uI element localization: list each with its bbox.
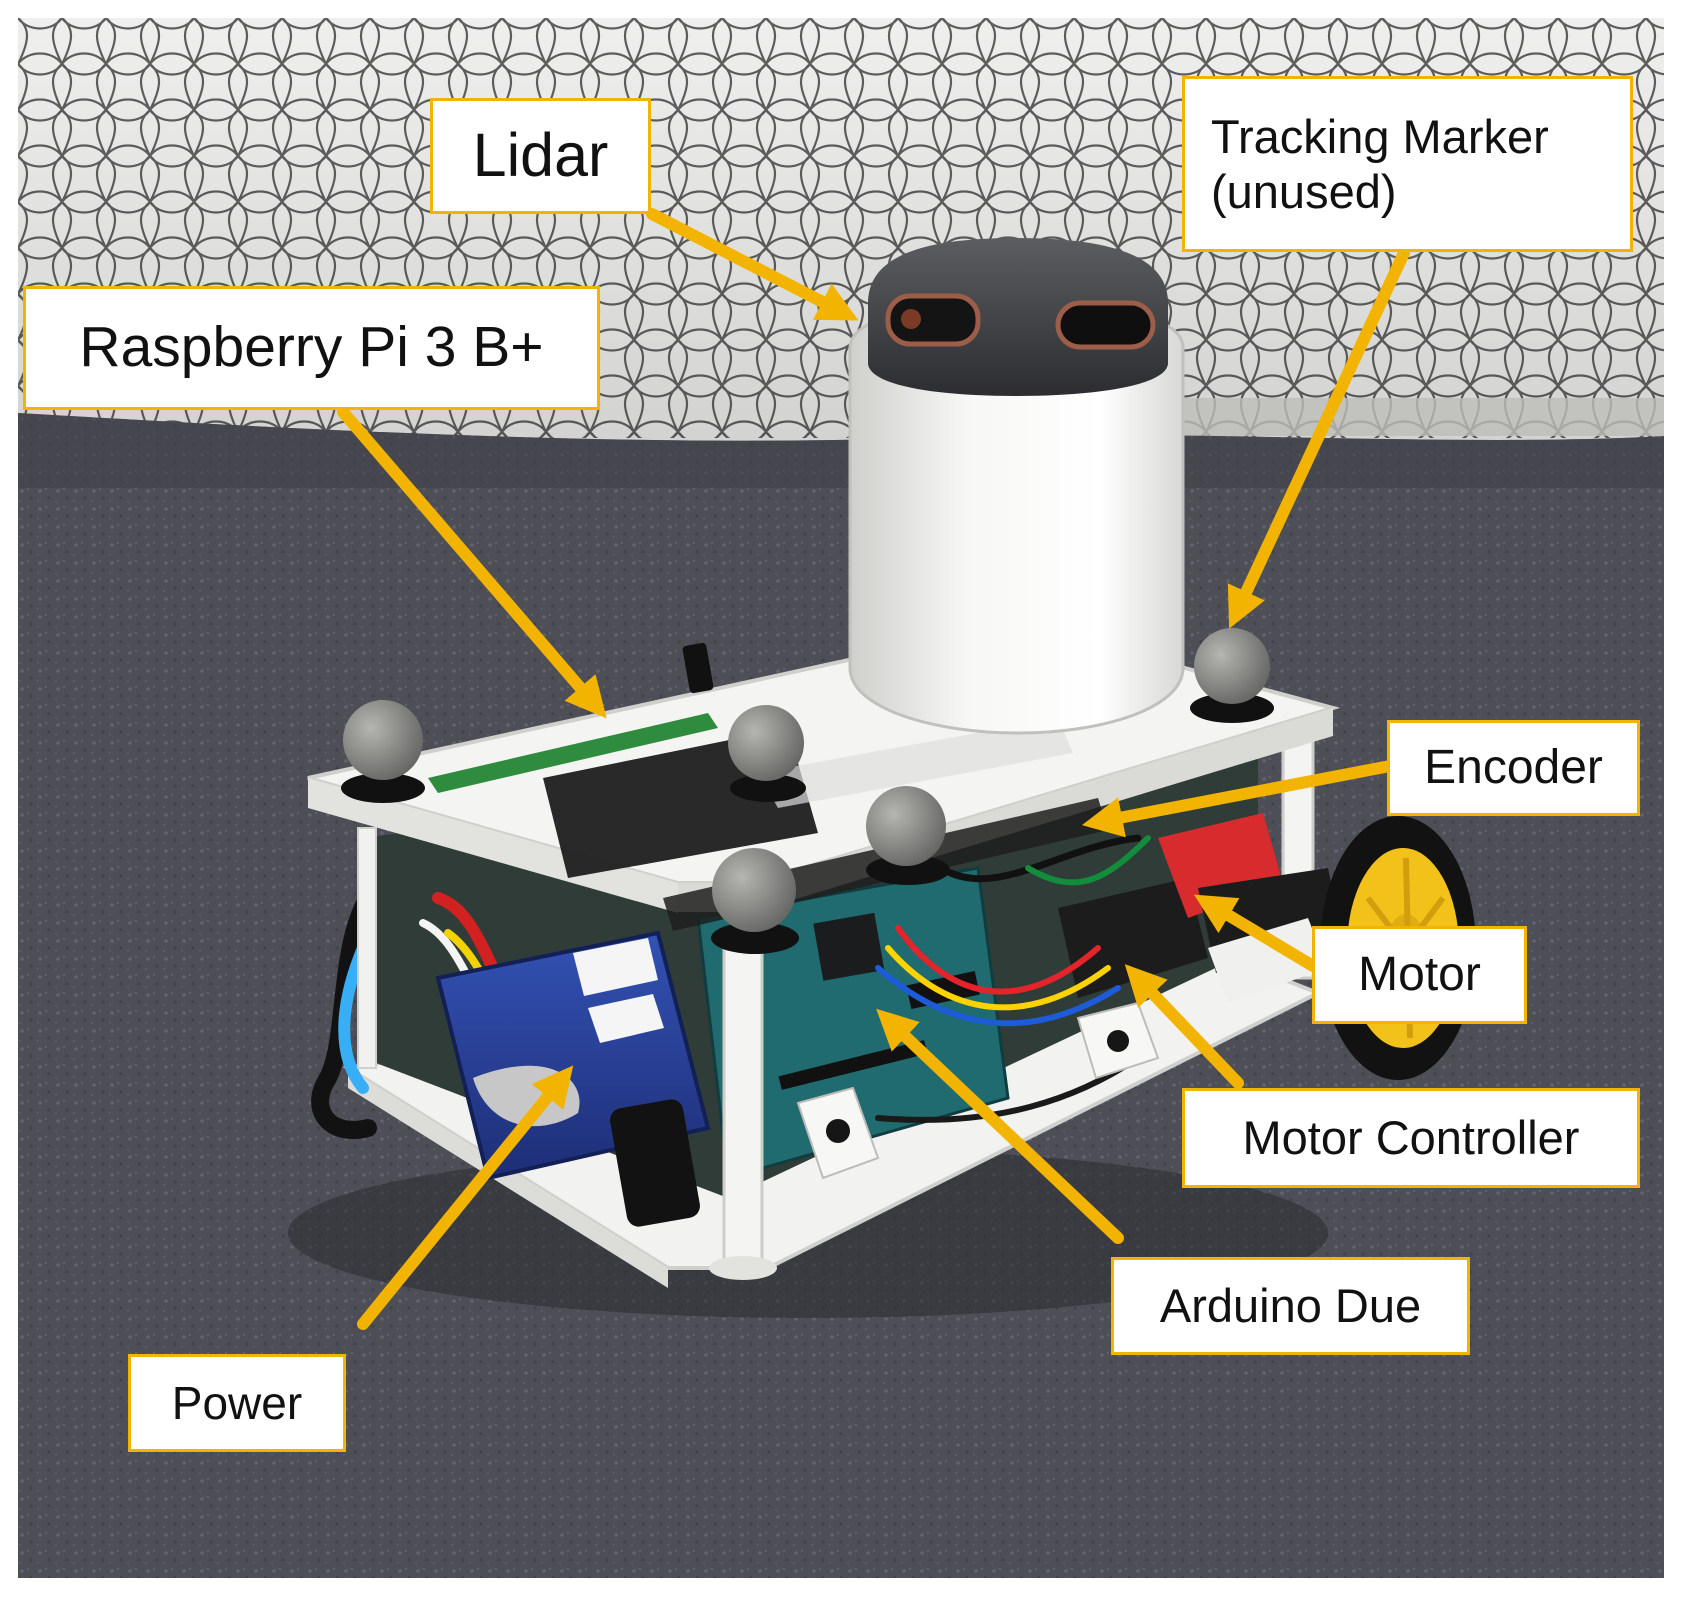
callout-arduino-due: Arduino Due xyxy=(1111,1257,1470,1355)
callout-power: Power xyxy=(128,1354,346,1452)
callout-lidar-text: Lidar xyxy=(472,121,609,190)
callout-tracking-marker-line1: Tracking Marker xyxy=(1211,109,1549,163)
motor-controller-board xyxy=(1058,878,1208,998)
lidar-sensor-icon xyxy=(848,238,1185,735)
callout-raspberry-pi-text: Raspberry Pi 3 B+ xyxy=(79,315,544,380)
callout-encoder-text: Encoder xyxy=(1424,740,1603,794)
raspberry-pi-board xyxy=(428,713,718,793)
callout-encoder: Encoder xyxy=(1387,720,1640,816)
callout-arrows xyxy=(337,208,1410,1330)
callout-raspberry-pi: Raspberry Pi 3 B+ xyxy=(23,286,600,410)
callout-motor: Motor xyxy=(1312,926,1527,1024)
callout-power-text: Power xyxy=(171,1376,303,1429)
callout-motor-controller-text: Motor Controller xyxy=(1242,1111,1580,1165)
robot-photo: Lidar Tracking Marker (unused) Raspberry… xyxy=(18,18,1664,1578)
callout-motor-controller: Motor Controller xyxy=(1182,1088,1640,1188)
callout-tracking-marker-line2: (unused) xyxy=(1211,165,1397,218)
callout-arduino-due-text: Arduino Due xyxy=(1159,1279,1422,1333)
callout-tracking-marker: Tracking Marker (unused) xyxy=(1182,76,1633,252)
tracking-marker-ball-icon xyxy=(341,628,1274,954)
wall-baseboard xyxy=(1148,398,1664,436)
callout-motor-text: Motor xyxy=(1358,947,1481,1001)
callout-lidar: Lidar xyxy=(430,98,651,214)
